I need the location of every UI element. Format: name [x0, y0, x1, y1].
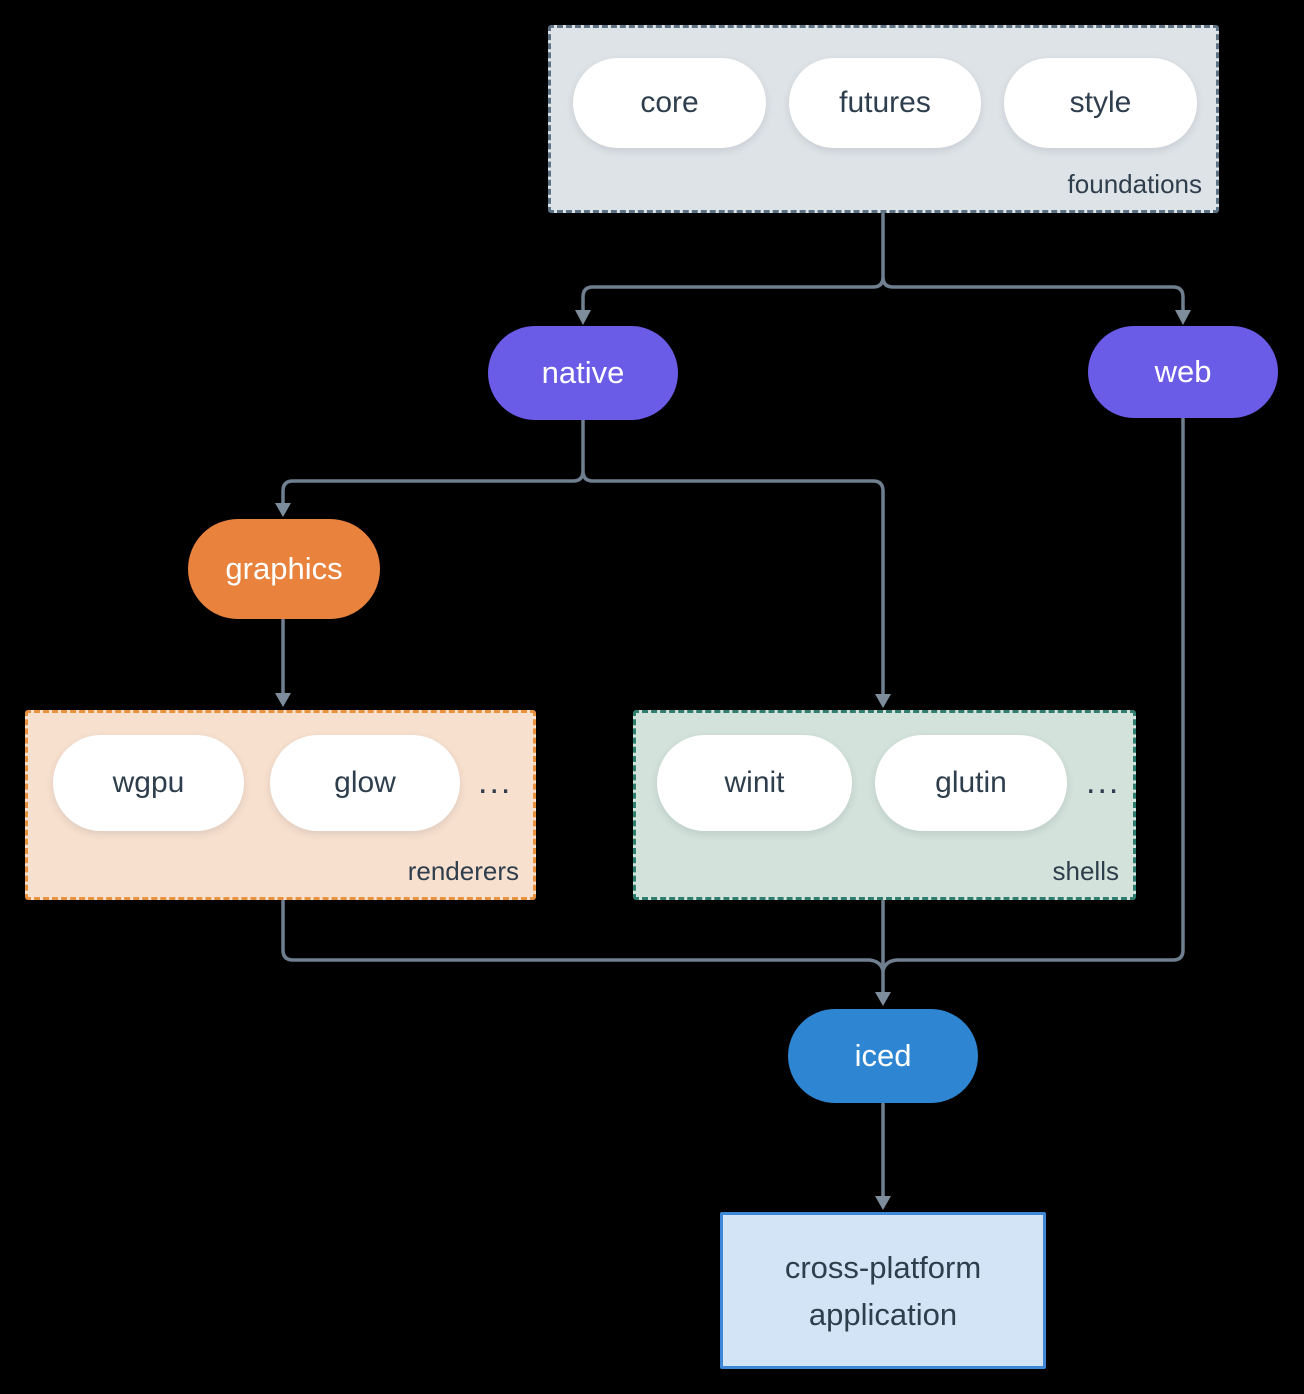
connector-foundations-split: [581, 212, 1185, 313]
foundations-label: foundations: [1067, 169, 1202, 199]
application-line2: application: [808, 1296, 958, 1332]
renderers-label: renderers: [407, 856, 519, 886]
pill-glow: glow: [270, 735, 460, 831]
shells-group: winit glutin ... shells: [633, 710, 1136, 900]
arrowhead-to-native: [575, 310, 591, 325]
node-web: web: [1088, 326, 1278, 418]
node-native: native: [488, 326, 678, 420]
node-graphics: graphics: [188, 519, 380, 619]
application-line1: cross-platform: [784, 1249, 982, 1285]
pill-winit: winit: [657, 735, 852, 831]
renderers-group: wgpu glow ... renderers: [25, 710, 536, 900]
arrowhead-to-web: [1175, 310, 1191, 325]
connector-native-split: [281, 419, 885, 696]
foundations-group: core futures style foundations: [548, 25, 1219, 213]
pill-wgpu: wgpu: [53, 735, 244, 831]
renderers-ellipsis: ...: [478, 763, 513, 801]
application-box: cross-platform application: [720, 1212, 1046, 1369]
arrowhead-to-shells: [875, 694, 891, 708]
node-iced: iced: [788, 1009, 978, 1103]
arrowhead-to-iced: [875, 992, 891, 1006]
arrowhead-to-application: [875, 1196, 891, 1210]
arrowhead-to-graphics: [275, 503, 291, 517]
arrowhead-to-renderers: [275, 693, 291, 707]
shells-ellipsis: ...: [1086, 763, 1121, 801]
pill-glutin: glutin: [875, 735, 1067, 831]
pill-futures: futures: [789, 58, 981, 148]
shells-label: shells: [1052, 856, 1119, 886]
pill-style: style: [1004, 58, 1197, 148]
connector-merge-iced: [281, 417, 1185, 994]
pill-core: core: [573, 58, 766, 148]
